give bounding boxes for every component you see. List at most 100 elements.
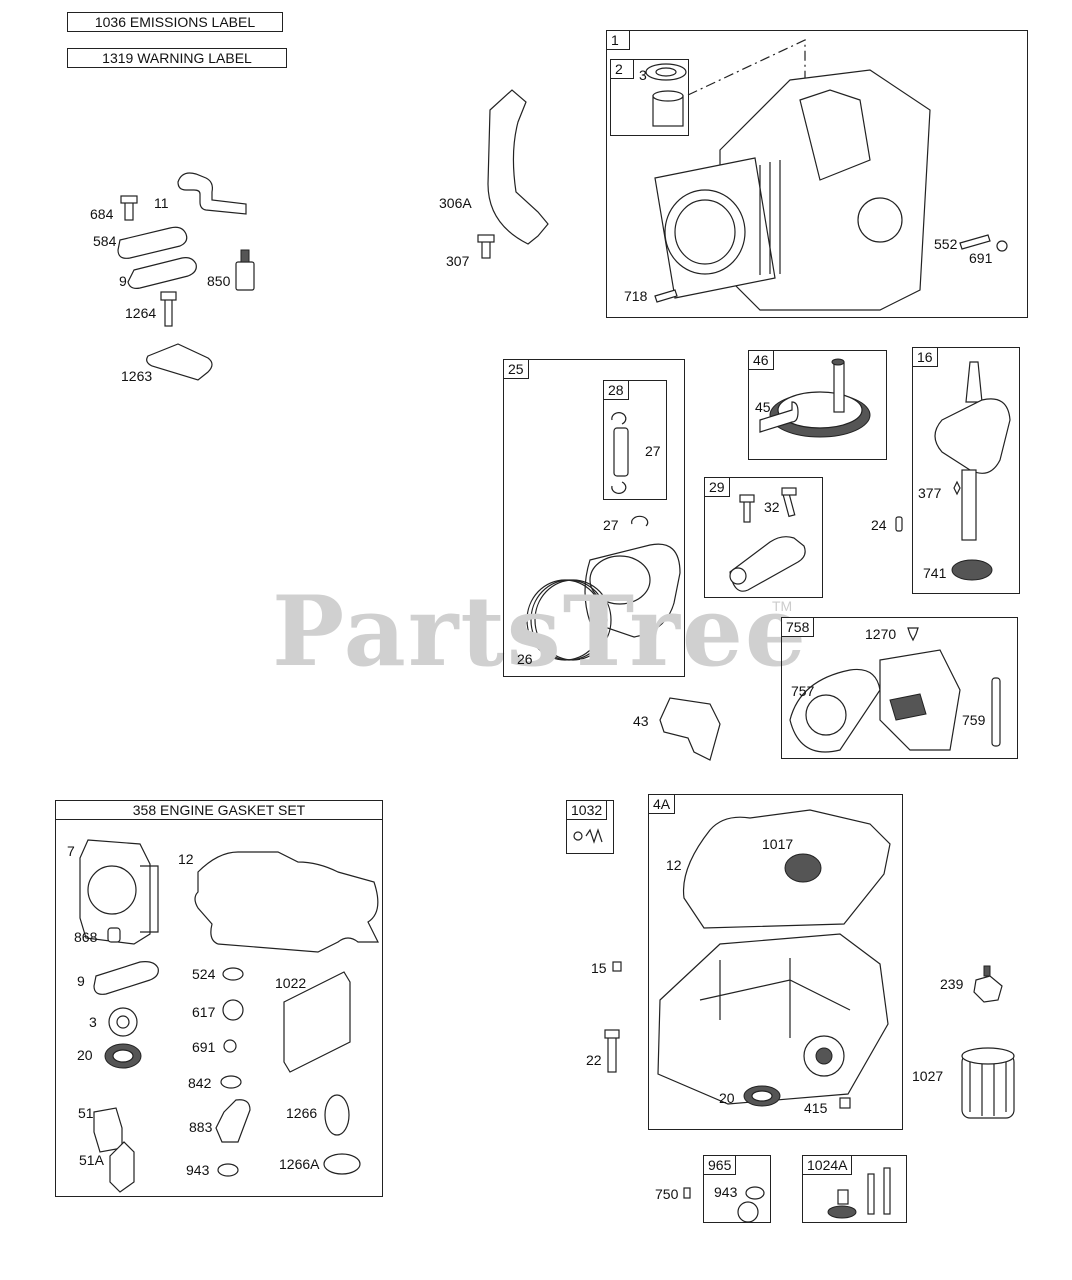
group-tag-29: 29 (704, 477, 730, 497)
callout-12-sump: 12 (666, 857, 682, 873)
callout-43: 43 (633, 713, 649, 729)
pin-24-icon (895, 516, 903, 532)
oring-943a-icon (217, 1163, 239, 1177)
seal-3b-icon (108, 1007, 138, 1037)
plug-15-icon (612, 961, 622, 972)
callout-691-washer: 691 (192, 1039, 216, 1055)
crankcase-gasket-12a-icon (194, 851, 379, 953)
cylinder-block-icon (654, 69, 931, 311)
group-tag-4A: 4A (648, 794, 676, 814)
callout-307: 307 (446, 253, 470, 269)
group-tag-46: 46 (748, 350, 774, 370)
group-tag-758: 758 (781, 617, 815, 637)
callout-524: 524 (192, 966, 216, 982)
camshaft-icon (769, 358, 871, 438)
shield-306A-icon (487, 89, 549, 245)
callout-27: 27 (645, 443, 661, 459)
callout-415: 415 (804, 1100, 828, 1116)
callout-51: 51 (78, 1105, 94, 1121)
screw-750-icon (683, 1187, 691, 1199)
sump-gasket-12b-icon (682, 809, 891, 929)
callout-552: 552 (934, 236, 958, 252)
callout-3: 3 (639, 67, 647, 83)
callout-20: 20 (77, 1047, 93, 1063)
connecting-rod-icon (729, 536, 806, 592)
group-box-1024A (802, 1155, 907, 1223)
bolt-684-icon (120, 195, 138, 221)
piston-pin-icon (611, 412, 629, 494)
callout-757: 757 (791, 683, 815, 699)
callout-7: 7 (67, 843, 75, 859)
callout-1017: 1017 (762, 836, 794, 852)
callout-22: 22 (586, 1052, 602, 1068)
pin-552-icon (959, 234, 991, 250)
callout-12: 12 (178, 851, 194, 867)
group-box-25 (503, 359, 685, 677)
watermark-text: PartsTree (272, 575, 808, 688)
group-box-1 (606, 30, 1028, 318)
group-box-758 (781, 617, 1018, 759)
plug-415-icon (839, 1097, 851, 1109)
group-box-16 (912, 347, 1020, 594)
piston-icon (584, 543, 681, 638)
rod-bolts-32-icon (739, 487, 797, 523)
callout-750: 750 (655, 1186, 679, 1202)
callout-943: 943 (186, 1162, 210, 1178)
oring-524-icon (222, 967, 244, 981)
warning-label-box: 1319 WARNING LABEL (67, 48, 287, 68)
gasket-51A-icon (109, 1141, 135, 1193)
group-tag-28: 28 (603, 380, 629, 400)
group-tag-25: 25 (503, 359, 529, 379)
crankshaft-icon (934, 361, 1011, 541)
callout-1022: 1022 (275, 975, 307, 991)
breather-cover-584-icon (117, 226, 188, 259)
key-377-icon (953, 480, 961, 496)
cam-pin-45-icon (759, 401, 799, 433)
callout-24: 24 (871, 517, 887, 533)
governor-bracket-43-icon (659, 697, 721, 761)
sump-icon (657, 933, 889, 1105)
emissions-label-box: 1036 EMISSIONS LABEL (67, 12, 283, 32)
group-tag-16: 16 (912, 347, 938, 367)
callout-11: 11 (154, 195, 169, 211)
callout-239: 239 (940, 976, 964, 992)
callout-883: 883 (189, 1119, 213, 1135)
bolt-1264-icon (160, 291, 177, 327)
callout-1266: 1266 (286, 1105, 318, 1121)
group-tag-2: 2 (610, 59, 634, 79)
callout-32: 32 (764, 499, 780, 515)
callout-27-clip: 27 (603, 517, 619, 533)
washer-691a-icon (996, 240, 1008, 252)
group-box-28 (603, 380, 667, 500)
group-tag-1: 1 (606, 30, 630, 50)
gasket-883-icon (215, 1099, 251, 1143)
breather-gasket-9-icon (127, 257, 197, 289)
callout-842: 842 (188, 1075, 212, 1091)
oil-filter-1027-icon (961, 1047, 1015, 1119)
group-box-4A (648, 794, 903, 1130)
callout-51A: 51A (79, 1152, 104, 1168)
group-box-965 (703, 1155, 771, 1223)
callout-20-seal: 20 (719, 1090, 735, 1106)
callout-850: 850 (207, 273, 231, 289)
cover-gasket-1022-icon (283, 971, 351, 1073)
callout-1027: 1027 (912, 1068, 944, 1084)
gasket-7-flat-icon (140, 865, 159, 933)
breather-plate-1263-icon (146, 343, 213, 381)
callout-1270: 1270 (865, 626, 897, 642)
callout-9: 9 (119, 273, 127, 289)
oring-842-icon (220, 1075, 242, 1089)
valve-seal-868-icon (107, 927, 121, 943)
group-box-2 (610, 59, 689, 136)
relief-valve-1032-icon (573, 828, 603, 844)
callout-741: 741 (923, 565, 947, 581)
callout-1266A: 1266A (279, 1156, 320, 1172)
group-tag-1032: 1032 (566, 800, 608, 820)
callout-943-oring: 943 (714, 1184, 738, 1200)
timing-gear-741-icon (951, 559, 993, 581)
piston-rings-26-icon (526, 579, 612, 661)
oil-pump-rotor-1017-icon (784, 853, 822, 883)
oring-1266-icon (324, 1094, 350, 1136)
oil-seal-20a-icon (104, 1043, 142, 1069)
